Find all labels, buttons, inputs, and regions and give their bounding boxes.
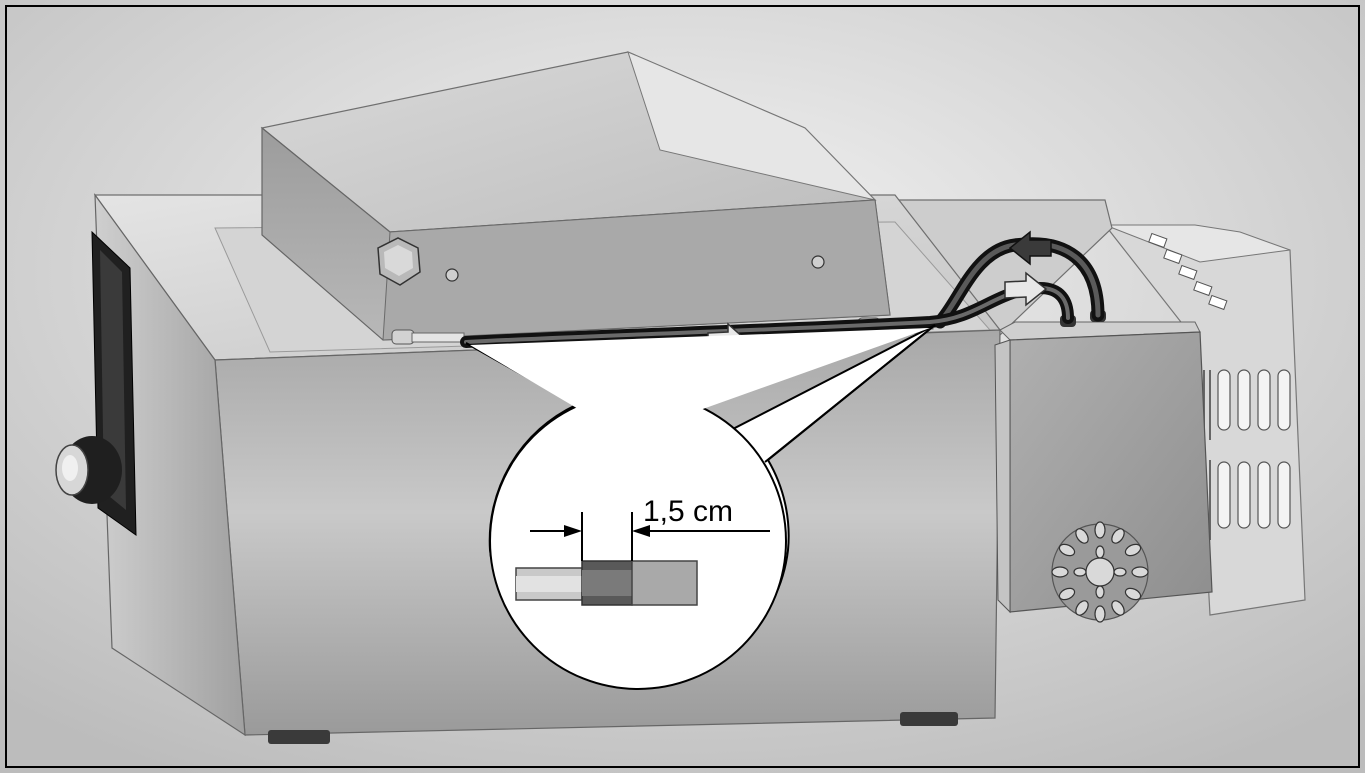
- inlet-fitting: [391, 329, 465, 345]
- lid-screw: [445, 268, 459, 282]
- lid-front-panel: [382, 199, 891, 341]
- lid-nut: [377, 237, 421, 286]
- rear-cage: [1103, 224, 1306, 616]
- control-knob: [55, 436, 122, 504]
- tube-detail: [515, 560, 698, 606]
- foot: [900, 712, 958, 726]
- dimension-marker: [530, 512, 770, 561]
- lid-screw: [811, 255, 825, 269]
- hose-supply: [460, 281, 1074, 348]
- figure-frame: [5, 5, 1360, 768]
- fan-grille: [1051, 521, 1149, 623]
- pump-box: [994, 310, 1213, 623]
- flow-arrow-dark: [1008, 230, 1052, 266]
- dimension-label: 1,5 cm: [643, 495, 733, 528]
- flow-arrow-light: [1004, 271, 1048, 307]
- foot: [268, 730, 330, 744]
